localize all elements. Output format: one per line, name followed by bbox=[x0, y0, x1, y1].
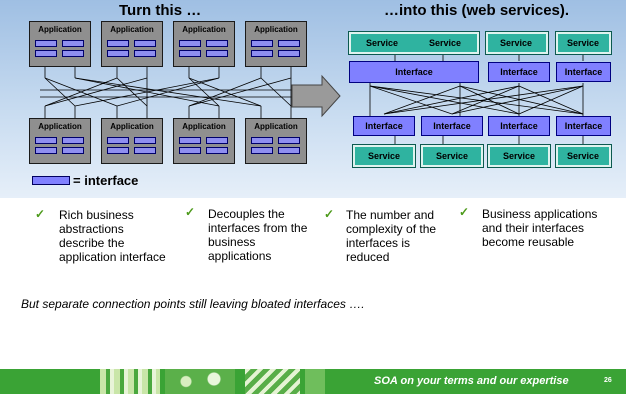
interface-box: Interface bbox=[488, 62, 550, 82]
application-box: Application bbox=[173, 118, 235, 164]
interface-cell bbox=[35, 50, 57, 57]
interface-cell bbox=[251, 40, 273, 47]
interface-cell bbox=[35, 40, 57, 47]
check-icon: ✓ bbox=[185, 205, 196, 219]
right-title: …into this (web services). bbox=[384, 2, 570, 19]
interface-legend-label: = interface bbox=[73, 173, 139, 188]
caption: But separate connection points still lea… bbox=[21, 297, 365, 311]
interface-cell bbox=[35, 147, 57, 154]
check-icon: ✓ bbox=[324, 207, 335, 221]
footer-decoration bbox=[165, 369, 235, 394]
transform-arrow bbox=[291, 74, 341, 118]
interface-box: Interface bbox=[421, 116, 483, 136]
service-box: Service bbox=[486, 32, 548, 54]
service-label: Service bbox=[366, 38, 399, 48]
footer-decoration bbox=[245, 369, 300, 394]
bullet-text: The number and complexity of the interfa… bbox=[346, 208, 437, 264]
service-box: Service bbox=[556, 145, 611, 167]
interface-cell bbox=[35, 137, 57, 144]
left-title: Turn this … bbox=[119, 2, 202, 19]
interface-cell bbox=[206, 147, 228, 154]
application-box: Application bbox=[101, 118, 163, 164]
footer-decoration bbox=[305, 369, 325, 394]
interface-cell bbox=[62, 40, 84, 47]
application-label: Application bbox=[182, 25, 226, 34]
interface-cell bbox=[251, 50, 273, 57]
application-label: Application bbox=[254, 25, 298, 34]
service-label: Service bbox=[567, 38, 600, 48]
interface-cell bbox=[179, 50, 201, 57]
service-label: Service bbox=[368, 151, 401, 161]
service-box: Service bbox=[488, 145, 550, 167]
interface-box: Interface bbox=[556, 116, 611, 136]
interface-cell bbox=[107, 50, 129, 57]
service-label: Service bbox=[436, 151, 469, 161]
service-group-top-left: Service Service bbox=[349, 32, 479, 54]
check-icon: ✓ bbox=[459, 205, 470, 219]
interface-cell bbox=[278, 50, 300, 57]
interface-cell bbox=[251, 137, 273, 144]
service-label: Service bbox=[567, 151, 600, 161]
footer-tagline: SOA on your terms and our expertise bbox=[374, 375, 569, 387]
interface-cell bbox=[107, 40, 129, 47]
service-label: Service bbox=[500, 38, 533, 48]
interface-cell bbox=[206, 137, 228, 144]
footer-decoration bbox=[100, 369, 160, 394]
application-box: Application bbox=[101, 21, 163, 67]
check-icon: ✓ bbox=[35, 207, 46, 221]
interface-cell bbox=[62, 137, 84, 144]
interface-cell bbox=[251, 147, 273, 154]
service-box: Service bbox=[556, 32, 611, 54]
application-label: Application bbox=[182, 122, 226, 131]
connection-lines bbox=[40, 54, 584, 145]
interface-cell bbox=[134, 50, 156, 57]
application-box: Application bbox=[245, 118, 307, 164]
interface-cell bbox=[278, 147, 300, 154]
application-label: Application bbox=[254, 122, 298, 131]
application-label: Application bbox=[38, 122, 82, 131]
interface-cell bbox=[179, 137, 201, 144]
service-label: Service bbox=[429, 38, 462, 48]
footer-bar bbox=[0, 369, 626, 394]
interface-box: Interface bbox=[556, 62, 611, 82]
application-box: Application bbox=[29, 21, 91, 67]
interface-cell bbox=[107, 137, 129, 144]
interface-legend-swatch bbox=[32, 176, 70, 185]
interface-cell bbox=[134, 40, 156, 47]
interface-cell bbox=[62, 50, 84, 57]
service-box: Service bbox=[353, 145, 415, 167]
interface-cell bbox=[179, 40, 201, 47]
application-box: Application bbox=[173, 21, 235, 67]
interface-cell bbox=[179, 147, 201, 154]
interface-box: Interface bbox=[353, 116, 415, 136]
application-box: Application bbox=[245, 21, 307, 67]
interface-cell bbox=[134, 137, 156, 144]
interface-cell bbox=[206, 50, 228, 57]
interface-cell bbox=[62, 147, 84, 154]
bullet-text: Rich business abstractions describe the … bbox=[59, 208, 166, 264]
application-box: Application bbox=[29, 118, 91, 164]
page-number: 26 bbox=[604, 377, 612, 384]
bullet-text: Decouples the interfaces from the busine… bbox=[208, 207, 308, 263]
interface-cell bbox=[278, 137, 300, 144]
interface-cell bbox=[278, 40, 300, 47]
service-box: Service bbox=[421, 145, 483, 167]
application-label: Application bbox=[110, 122, 154, 131]
application-label: Application bbox=[38, 25, 82, 34]
interface-box-wide: Interface bbox=[349, 61, 479, 83]
bullet-text: Business applications and their interfac… bbox=[482, 207, 598, 249]
service-label: Service bbox=[503, 151, 536, 161]
application-label: Application bbox=[110, 25, 154, 34]
interface-box: Interface bbox=[488, 116, 550, 136]
interface-cell bbox=[206, 40, 228, 47]
interface-cell bbox=[107, 147, 129, 154]
interface-cell bbox=[134, 147, 156, 154]
